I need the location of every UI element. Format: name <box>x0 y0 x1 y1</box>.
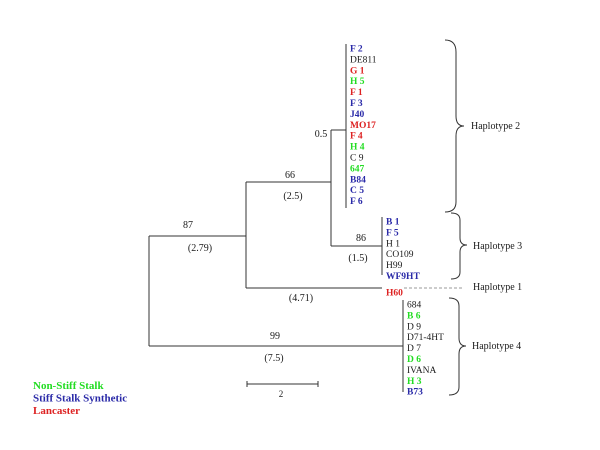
haplotype4-label: Haplotype 4 <box>472 341 521 352</box>
legend-stiff-stalk-synthetic: Stiff Stalk Synthetic <box>33 393 127 405</box>
node-labels: 87 (2.79) 66 (2.5) 0.5 86 (1.5) (4.71) 9… <box>183 129 368 364</box>
taxon-de811: DE811 <box>350 55 377 65</box>
taxon-j40: J40 <box>350 110 365 120</box>
root-branch-length: (2.79) <box>188 243 212 254</box>
taxon-684: 684 <box>407 301 422 311</box>
hap4-branch-length: (7.5) <box>264 353 283 364</box>
taxon-f-1: F 1 <box>350 88 363 98</box>
taxon-wf9ht: WF9HT <box>386 272 420 282</box>
hap4-brace <box>448 297 467 396</box>
taxon-ivana: IVANA <box>407 366 437 376</box>
haplotype3-label: Haplotype 3 <box>473 241 522 252</box>
taxon-g-1: G 1 <box>350 66 365 76</box>
taxon-h-3: H 3 <box>407 377 422 387</box>
hap2-brace <box>444 39 465 213</box>
taxon-d71-4ht: D71-4HT <box>407 333 444 343</box>
taxon-h-5: H 5 <box>350 77 365 87</box>
scale-bar-label: 2 <box>279 389 284 399</box>
haplotype-labels: Haplotype 2 Haplotype 3 Haplotype 1 Hapl… <box>471 121 522 352</box>
h60-branch-length: (4.71) <box>289 293 313 304</box>
inner-bootstrap: 66 <box>285 170 295 181</box>
taxon-h-1: H 1 <box>386 239 400 249</box>
taxon-b73: B73 <box>407 388 423 398</box>
taxon-h99: H99 <box>386 261 403 271</box>
legend-lancaster: Lancaster <box>33 405 80 417</box>
haplotype2-label: Haplotype 2 <box>471 121 520 132</box>
taxon-f-5: F 5 <box>386 228 399 238</box>
hap3-brace <box>450 212 468 280</box>
taxon-b-1: B 1 <box>386 218 400 228</box>
root-bootstrap: 87 <box>183 220 193 231</box>
hap2-node-value: 0.5 <box>315 129 328 140</box>
taxon-f-3: F 3 <box>350 99 363 109</box>
haplotype1-label: Haplotype 1 <box>473 282 522 293</box>
taxon-f-4: F 4 <box>350 132 363 142</box>
taxon-647: 647 <box>350 164 365 174</box>
taxon-f-2: F 2 <box>350 45 363 55</box>
hap3-bootstrap: 86 <box>356 233 366 244</box>
legend-non-stiff-stalk: Non-Stiff Stalk <box>33 380 104 392</box>
haplotype-braces <box>444 39 468 396</box>
taxon-d-7: D 7 <box>407 344 421 354</box>
hap3-branch-length: (1.5) <box>348 253 367 264</box>
taxon-f-6: F 6 <box>350 197 363 207</box>
taxon-h60: H60 <box>386 289 403 299</box>
taxon-b84: B84 <box>350 175 366 185</box>
hap4-bootstrap: 99 <box>270 331 280 342</box>
taxon-h-4: H 4 <box>350 143 365 153</box>
inner-branch-length: (2.5) <box>283 191 302 202</box>
taxon-d-9: D 9 <box>407 322 421 332</box>
taxon-c-9: C 9 <box>350 154 364 164</box>
taxon-d-6: D 6 <box>407 355 421 365</box>
taxon-co109: CO109 <box>386 250 414 260</box>
tree-branches <box>148 44 404 392</box>
taxon-mo17: MO17 <box>350 121 376 131</box>
scale-bar: 2 <box>246 381 319 399</box>
taxon-c-5: C 5 <box>350 186 364 196</box>
taxon-b-6: B 6 <box>407 311 421 321</box>
